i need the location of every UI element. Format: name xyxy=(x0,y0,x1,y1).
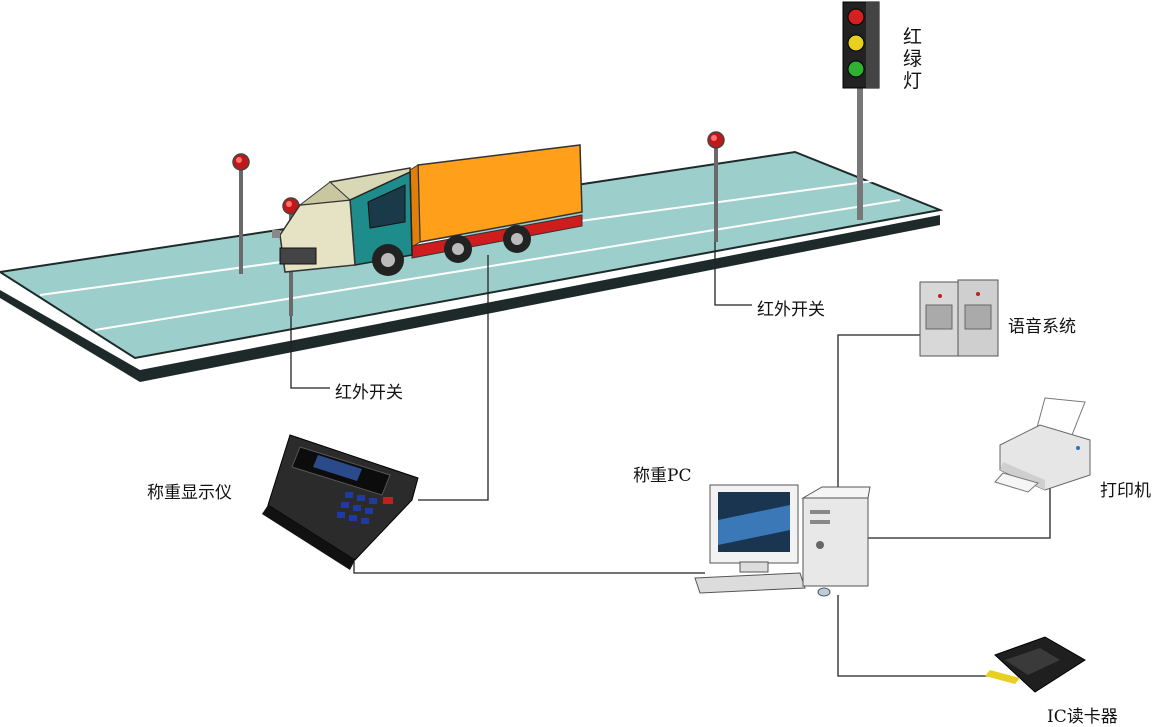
weighing-pc-label: 称重PC xyxy=(633,461,691,486)
voice-system-label: 语音系统 xyxy=(1008,312,1076,337)
yellow-signal-icon xyxy=(848,35,864,51)
printer-icon xyxy=(995,398,1090,492)
ic-reader-label: IC读卡器 xyxy=(1047,702,1118,727)
weighing-display-label: 称重显示仪 xyxy=(147,478,232,503)
printer-label: 打印机 xyxy=(1100,476,1151,501)
weighing-pc-icon xyxy=(695,485,870,596)
traffic-light-label: 红绿灯 xyxy=(903,26,925,92)
green-signal-icon xyxy=(848,61,864,77)
weighing-display-icon xyxy=(262,435,418,570)
ic-card-reader-icon xyxy=(985,637,1085,692)
ir-switch-left-label: 红外开关 xyxy=(335,378,403,403)
voice-system-icon xyxy=(920,280,998,356)
red-signal-icon xyxy=(848,9,864,25)
ir-switch-right-label: 红外开关 xyxy=(757,295,825,320)
